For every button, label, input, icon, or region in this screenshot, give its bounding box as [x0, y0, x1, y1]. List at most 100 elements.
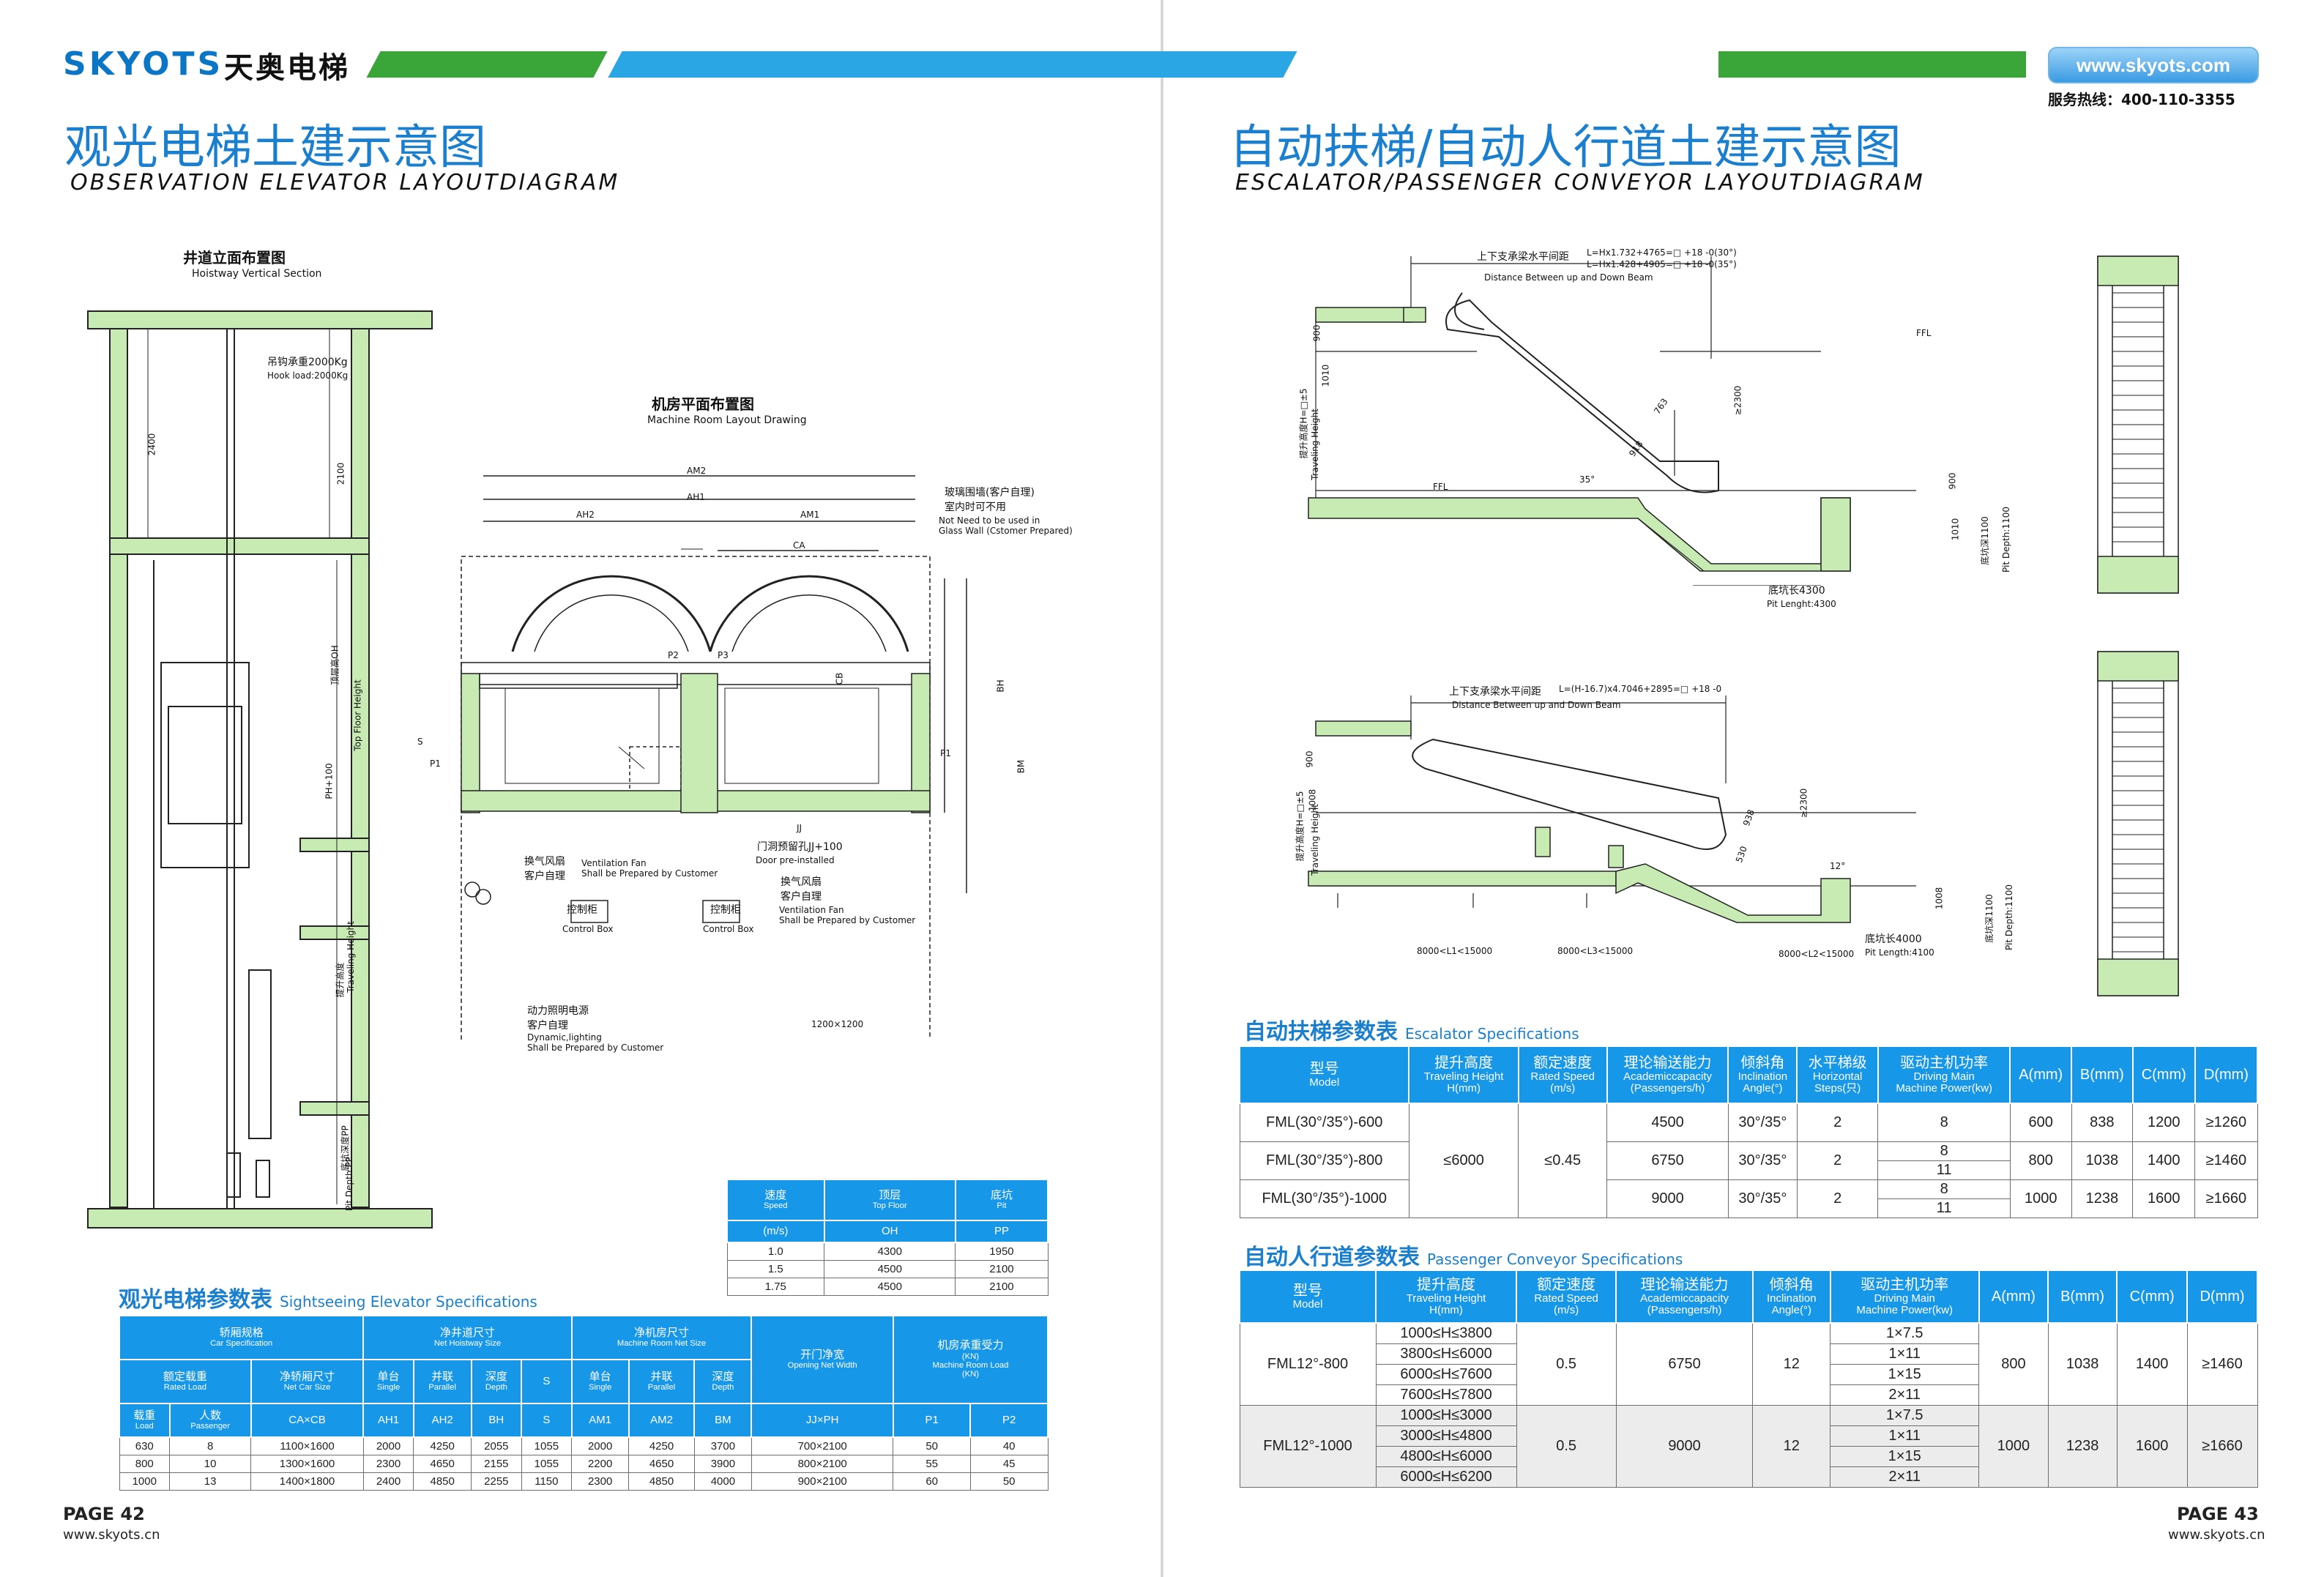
- conv-formula: L=(H-16.7)x4.7046+2895=□ +18 -0: [1559, 684, 1722, 694]
- height-cell: 1000≤H≤3800: [1375, 1322, 1517, 1344]
- esc-angle: 35°: [1579, 474, 1595, 485]
- door-hole-cn: 门洞预留孔JJ+100: [757, 841, 843, 853]
- table-cell: 1.5: [726, 1259, 825, 1278]
- table-row: 1.75 4500 2100: [726, 1277, 1049, 1296]
- table-cell: 1950: [955, 1242, 1049, 1261]
- table-cell: 40: [969, 1436, 1049, 1455]
- conv-pit-length: 底坑长4000: [1865, 933, 1922, 945]
- a-cell: 800: [1978, 1322, 2049, 1406]
- hoistway-drawing: [87, 310, 433, 1229]
- table-cell: 1300×1600: [250, 1454, 364, 1473]
- table-cell: 4250: [413, 1436, 472, 1455]
- table-cell: 900×2100: [751, 1472, 894, 1491]
- fan1-en1: Ventilation Fan: [581, 858, 647, 868]
- p2-label: P2: [668, 650, 679, 660]
- d-cell: ≥1260: [2194, 1103, 2258, 1142]
- p1-right-label: P1: [940, 748, 951, 758]
- c-cell: 1400: [2116, 1322, 2188, 1406]
- column-header: B(mm): [2071, 1045, 2134, 1104]
- website-link[interactable]: www.skyots.com: [2048, 47, 2259, 83]
- c-cell: 1400: [2132, 1141, 2196, 1180]
- travel-height-label-en: Traveling Height: [345, 921, 356, 993]
- s-header: S: [521, 1359, 573, 1404]
- cb-label: CB: [834, 672, 845, 685]
- esc-formula-cn: 上下支承梁水平间距: [1477, 251, 1569, 263]
- header-green-bar: [366, 51, 608, 78]
- conv-formula-en: Distance Between up and Down Beam: [1452, 700, 1621, 710]
- unit-cell: OH: [823, 1220, 956, 1243]
- c-cell: 1200: [2132, 1103, 2196, 1142]
- power-cell: 8: [1877, 1141, 2011, 1161]
- power-cell: 2×11: [1830, 1466, 1980, 1488]
- table-cell: 700×2100: [751, 1436, 894, 1455]
- fan2-cn2: 客户自理: [781, 891, 822, 903]
- capacity-cell: 6750: [1606, 1141, 1729, 1180]
- table-cell: 50: [893, 1436, 971, 1455]
- esc-d1010a: 1010: [1320, 364, 1331, 387]
- conv-angle: 12°: [1830, 861, 1846, 871]
- esc-formula-1: L=Hx1.732+4765=□ +18 -0(30°): [1587, 247, 1737, 258]
- conv-l2: 8000<L2<15000: [1779, 949, 1855, 959]
- hook-load-cn: 吊钩承重2000Kg: [267, 357, 348, 368]
- code-col: AM2: [627, 1403, 696, 1438]
- c-cell: 1600: [2132, 1179, 2196, 1218]
- column-header: A(mm): [1978, 1270, 2049, 1324]
- height-cell: ≤6000: [1408, 1103, 1519, 1218]
- table-cell: 8: [169, 1436, 252, 1455]
- unit-cell: (m/s): [726, 1220, 825, 1243]
- table-cell: 1.75: [726, 1277, 825, 1296]
- power-cell: 1×7.5: [1830, 1404, 1980, 1426]
- column-header: C(mm): [2131, 1045, 2196, 1104]
- angle-cell: 30°/35°: [1727, 1179, 1798, 1218]
- code-col: AH2: [412, 1403, 472, 1438]
- right-page: www.skyots.com 服务热线：400-110-3355 自动扶梯/自动…: [1147, 0, 2324, 1577]
- steps-cell: 2: [1796, 1103, 1879, 1142]
- power-cell: 1×11: [1830, 1425, 1980, 1447]
- table-cell: 2200: [571, 1454, 630, 1473]
- table-cell: 2300: [362, 1454, 414, 1473]
- table-cell: 4000: [693, 1472, 752, 1491]
- am1-label: AM1: [800, 510, 820, 520]
- angle-cell: 30°/35°: [1727, 1103, 1798, 1142]
- glass-wall-cn2: 室内时可不用: [945, 502, 1006, 513]
- ph-label: PH+100: [324, 763, 335, 799]
- b-cell: 1238: [2047, 1404, 2118, 1488]
- table-cell: 800: [119, 1454, 171, 1473]
- control-box-1-cn: 控制柜: [567, 904, 597, 916]
- header-blue-bar: [608, 51, 1193, 78]
- capacity-cell: 9000: [1606, 1179, 1729, 1218]
- brand-logo-cn: 天奥电梯: [224, 51, 350, 85]
- dim-2100: 2100: [335, 462, 346, 485]
- table-cell: 45: [969, 1454, 1049, 1473]
- esc-pit-length-en: Pit Lenght:4300: [1767, 599, 1836, 609]
- model-cell: FML12°-1000: [1239, 1404, 1377, 1488]
- code-col: AM1: [570, 1403, 630, 1438]
- table-cell: 4650: [413, 1454, 472, 1473]
- esc-ffl-bottom: FFL: [1433, 482, 1448, 492]
- capacity-cell: 9000: [1615, 1404, 1754, 1488]
- left-page: SKYOTS 天奥电梯 观光电梯土建示意图 OBSERVATION ELEVAT…: [63, 45, 1193, 1543]
- machine-room-title-en: Machine Room Layout Drawing: [647, 414, 807, 426]
- angle-cell: 12: [1752, 1322, 1831, 1406]
- a-cell: 1000: [1978, 1404, 2049, 1488]
- conv-travel-en: Traveling Height: [1309, 804, 1320, 876]
- table-cell: 55: [893, 1454, 971, 1473]
- brand-logo: SKYOTS: [63, 45, 224, 83]
- ca-label: CA: [793, 540, 805, 551]
- conv-l3: 8000<L3<15000: [1557, 946, 1634, 956]
- column-header: B(mm): [2046, 1270, 2118, 1324]
- control-box-1-en: Control Box: [562, 924, 614, 934]
- table-cell: 4500: [824, 1259, 956, 1278]
- model-cell: FML12°-800: [1239, 1322, 1377, 1406]
- s-label: S: [417, 737, 423, 747]
